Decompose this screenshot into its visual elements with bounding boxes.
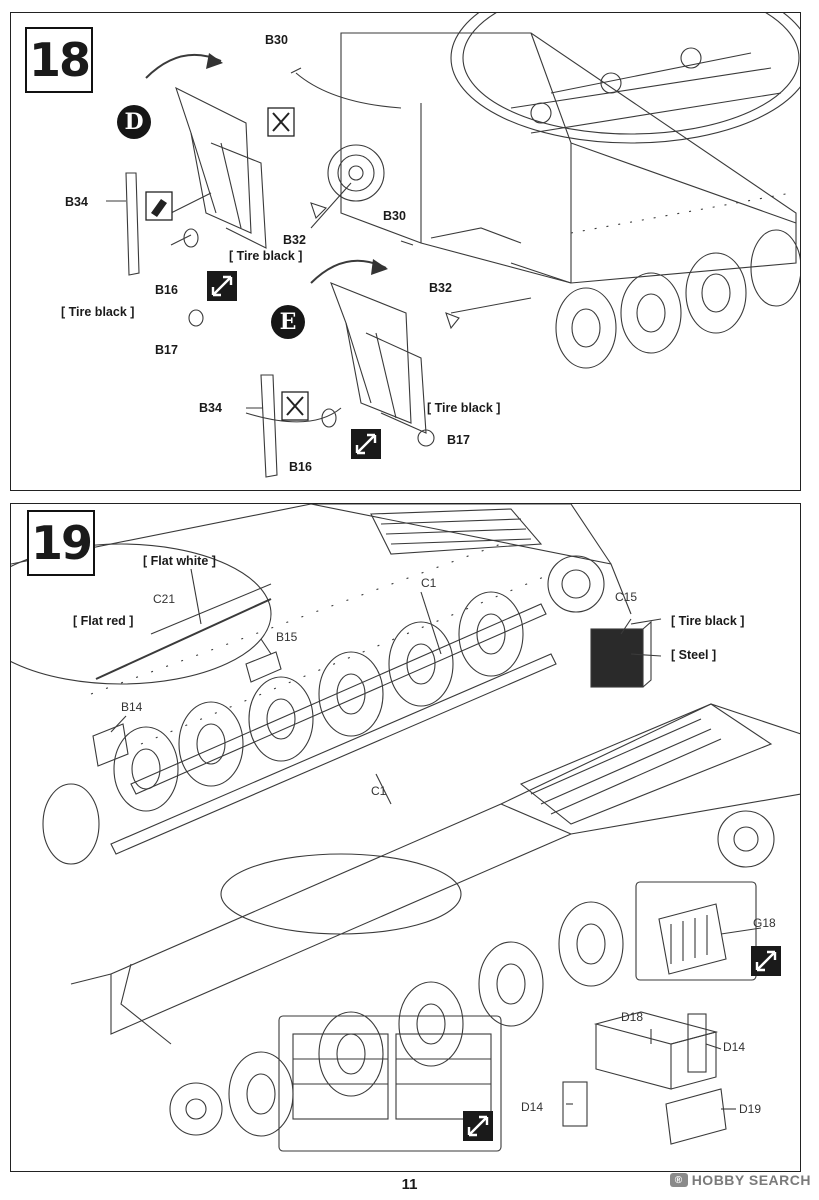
- step-number: 18: [25, 27, 93, 93]
- step-19-illustration: [11, 504, 800, 1152]
- registered-mark-icon: ®: [669, 1173, 688, 1187]
- step-19-panel: 19 [ Flat white ] C21 [ Flat red ] B15 C…: [10, 503, 801, 1172]
- part-label-c1: C1: [371, 784, 387, 798]
- watermark: ® HOBBY SEARCH: [669, 1172, 811, 1188]
- part-label-b17: B17: [447, 433, 470, 447]
- part-label-d18: D18: [621, 1010, 644, 1024]
- part-label-b30: B30: [383, 209, 406, 223]
- subassembly-d-badge: D: [117, 105, 151, 139]
- part-label-b34: B34: [199, 401, 222, 415]
- cut-icon: [281, 391, 309, 421]
- subassembly-e-badge: E: [271, 305, 305, 339]
- assemble-icon: [751, 946, 781, 976]
- assemble-icon: [351, 429, 381, 459]
- part-label-c21: C21: [153, 592, 176, 606]
- step-number: 19: [27, 510, 95, 576]
- part-label-b34: B34: [65, 195, 88, 209]
- part-label-g18: G18: [753, 916, 776, 930]
- part-label-d14: D14: [723, 1040, 746, 1054]
- paint-callout-flat-white: [ Flat white ]: [143, 554, 216, 568]
- paint-callout-flat-red: [ Flat red ]: [73, 614, 134, 628]
- paint-callout-tire-black: [ Tire black ]: [427, 401, 501, 415]
- step-18-panel: 18 D E B30 B30 B34 B34 B32 B32 B16 B16 B…: [10, 12, 801, 491]
- cut-icon: [267, 107, 295, 137]
- cement-icon: [145, 191, 173, 221]
- paint-callout-tire-black: [ Tire black ]: [61, 305, 135, 319]
- paint-callout-tire-black: [ Tire black ]: [229, 249, 303, 263]
- assemble-icon: [463, 1111, 493, 1141]
- part-label-b14: B14: [121, 700, 143, 714]
- part-label-b16: B16: [289, 460, 312, 474]
- step-18-illustration: [106, 13, 800, 478]
- part-label-b32: B32: [429, 281, 452, 295]
- page-number: 11: [401, 1176, 418, 1193]
- part-label-b32: B32: [283, 233, 306, 247]
- part-label-c1: C1: [421, 576, 437, 590]
- part-label-c15: C15: [615, 590, 638, 604]
- paint-callout-tire-black: [ Tire black ]: [671, 614, 745, 628]
- part-label-b30: B30: [265, 33, 288, 47]
- part-label-b17: B17: [155, 343, 178, 357]
- part-label-d19: D19: [739, 1102, 762, 1116]
- watermark-brand: HOBBY SEARCH: [691, 1172, 811, 1188]
- assemble-icon: [207, 271, 237, 301]
- part-label-b16: B16: [155, 283, 178, 297]
- part-label-b15: B15: [276, 630, 298, 644]
- paint-callout-steel: [ Steel ]: [671, 648, 717, 662]
- part-label-d14: D14: [521, 1100, 544, 1114]
